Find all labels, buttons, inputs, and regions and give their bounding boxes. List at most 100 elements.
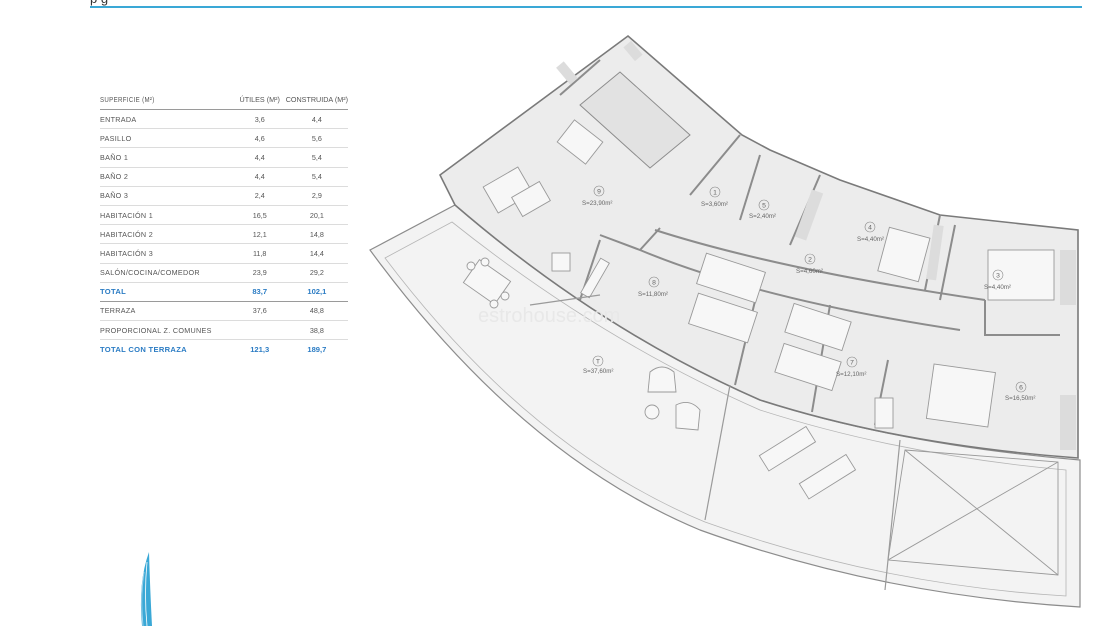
row-utiles: 11,8 — [233, 243, 286, 264]
row-construida: 5,6 — [285, 128, 348, 149]
watermark: estrohouse.com — [478, 305, 620, 327]
row-label: BAÑO 3 — [100, 186, 234, 206]
row-utiles: 16,5 — [233, 205, 286, 226]
room-label: 8S=11,80m² — [638, 276, 668, 298]
row-label: HABITACIÓN 1 — [100, 205, 234, 226]
total-construida: 102,1 — [285, 282, 348, 302]
table-header-row: SUPERFICIE (M²) ÚTILES (M²) CONSTRUIDA (… — [100, 89, 348, 110]
row-label: ENTRADA — [100, 109, 234, 130]
svg-text:5: 5 — [762, 203, 766, 210]
row-label: BAÑO 1 — [100, 147, 234, 168]
row-utiles: 4,6 — [233, 128, 286, 149]
header-divider — [90, 6, 1082, 8]
svg-text:S=3,60m²: S=3,60m² — [701, 201, 728, 208]
row-utiles: 2,4 — [233, 186, 286, 206]
table-title: SUPERFICIE (M²) — [100, 89, 214, 110]
row-utiles: 4,4 — [233, 167, 286, 187]
room-label: 4S=4,40m² — [857, 221, 884, 243]
table-row: PROPORCIONAL Z. COMUNES 38,8 — [100, 320, 348, 341]
room-label: 5S=2,40m² — [749, 199, 776, 220]
terrace-dining-set — [462, 257, 512, 309]
svg-text:T: T — [596, 359, 600, 366]
row-label: SALÓN/COCINA/COMEDOR — [100, 263, 234, 283]
col-header-utiles: ÚTILES (M²) — [233, 89, 286, 110]
building-logo-icon — [140, 552, 152, 626]
grand-total-utiles: 121,3 — [250, 344, 270, 354]
bedroom-furniture — [688, 226, 1055, 429]
svg-text:S=23,90m²: S=23,90m² — [582, 200, 612, 207]
row-label: PASILLO — [100, 128, 234, 149]
row-construida: 38,8 — [285, 320, 348, 341]
row-construida: 29,2 — [285, 263, 348, 283]
row-construida: 4,4 — [285, 109, 348, 130]
row-utiles: 37,6 — [233, 301, 286, 322]
svg-text:3: 3 — [996, 273, 1000, 280]
row-construida: 2,9 — [285, 186, 348, 206]
row-utiles: 23,9 — [233, 263, 286, 283]
row-utiles — [233, 320, 286, 341]
row-construida: 14,8 — [285, 224, 348, 245]
svg-text:S=2,40m²: S=2,40m² — [749, 213, 776, 220]
room-label: 3S=4,40m² — [984, 269, 1011, 291]
row-label: BAÑO 2 — [100, 167, 234, 187]
total-label: TOTAL — [100, 282, 234, 302]
room-label: T S=37,60m² — [583, 355, 613, 375]
terrace-inner-line — [384, 221, 1067, 597]
terrace-lounge — [644, 366, 857, 500]
svg-text:8: 8 — [652, 280, 656, 287]
kitchen-counter — [579, 71, 691, 169]
svg-text:S=16,50m²: S=16,50m² — [1005, 395, 1035, 402]
svg-text:7: 7 — [850, 360, 854, 367]
svg-text:9: 9 — [597, 189, 601, 196]
row-construida: 5,4 — [285, 167, 348, 187]
pergola — [887, 449, 1059, 576]
row-label: HABITACIÓN 3 — [100, 243, 234, 264]
svg-text:S=4,40m²: S=4,40m² — [857, 236, 884, 243]
svg-text:S=4,40m²: S=4,40m² — [984, 284, 1011, 291]
room-label: 7S=12,10m² — [836, 356, 866, 378]
svg-text:4: 4 — [868, 225, 872, 232]
window-panes — [556, 40, 1076, 450]
row-construida: 20,1 — [285, 205, 348, 226]
svg-text:6: 6 — [1019, 385, 1023, 392]
svg-text:S=12,10m²: S=12,10m² — [836, 371, 866, 378]
svg-text:S=4,60m²: S=4,60m² — [796, 268, 823, 275]
total-utiles: 83,7 — [233, 282, 286, 302]
room-label: 2S=4,60m² — [796, 253, 823, 275]
row-utiles: 4,4 — [233, 147, 286, 168]
row-label: HABITACIÓN 2 — [100, 224, 234, 245]
svg-text:2: 2 — [808, 257, 812, 264]
grand-total-row: TOTAL CON TERRAZA 121,3 189,7 — [100, 340, 348, 359]
svg-text:S=37,60m²: S=37,60m² — [583, 368, 613, 375]
svg-text:1: 1 — [713, 190, 717, 197]
row-construida: 5,4 — [285, 147, 348, 168]
room-label: 1S=3,60m² — [701, 186, 728, 208]
row-label: TERRAZA — [100, 301, 234, 322]
living-room-furniture — [482, 119, 610, 299]
grand-total-construida: 189,7 — [307, 344, 327, 354]
room-label: 6S=16,50m² — [1005, 381, 1035, 402]
room-label: 9S=23,90m² — [582, 185, 612, 207]
header-title-fragment: p g — [90, 0, 108, 6]
row-utiles: 3,6 — [233, 109, 286, 130]
col-header-construida: CONSTRUIDA (M²) — [285, 89, 348, 110]
row-label: PROPORCIONAL Z. COMUNES — [100, 320, 234, 341]
surface-table: SUPERFICIE (M²) ÚTILES (M²) CONSTRUIDA (… — [100, 89, 348, 358]
terrace-dividers — [529, 294, 901, 591]
row-construida: 14,4 — [285, 243, 348, 264]
grand-total-label: TOTAL CON TERRAZA — [100, 344, 187, 354]
row-utiles: 12,1 — [233, 224, 286, 245]
svg-text:S=11,80m²: S=11,80m² — [638, 291, 668, 298]
